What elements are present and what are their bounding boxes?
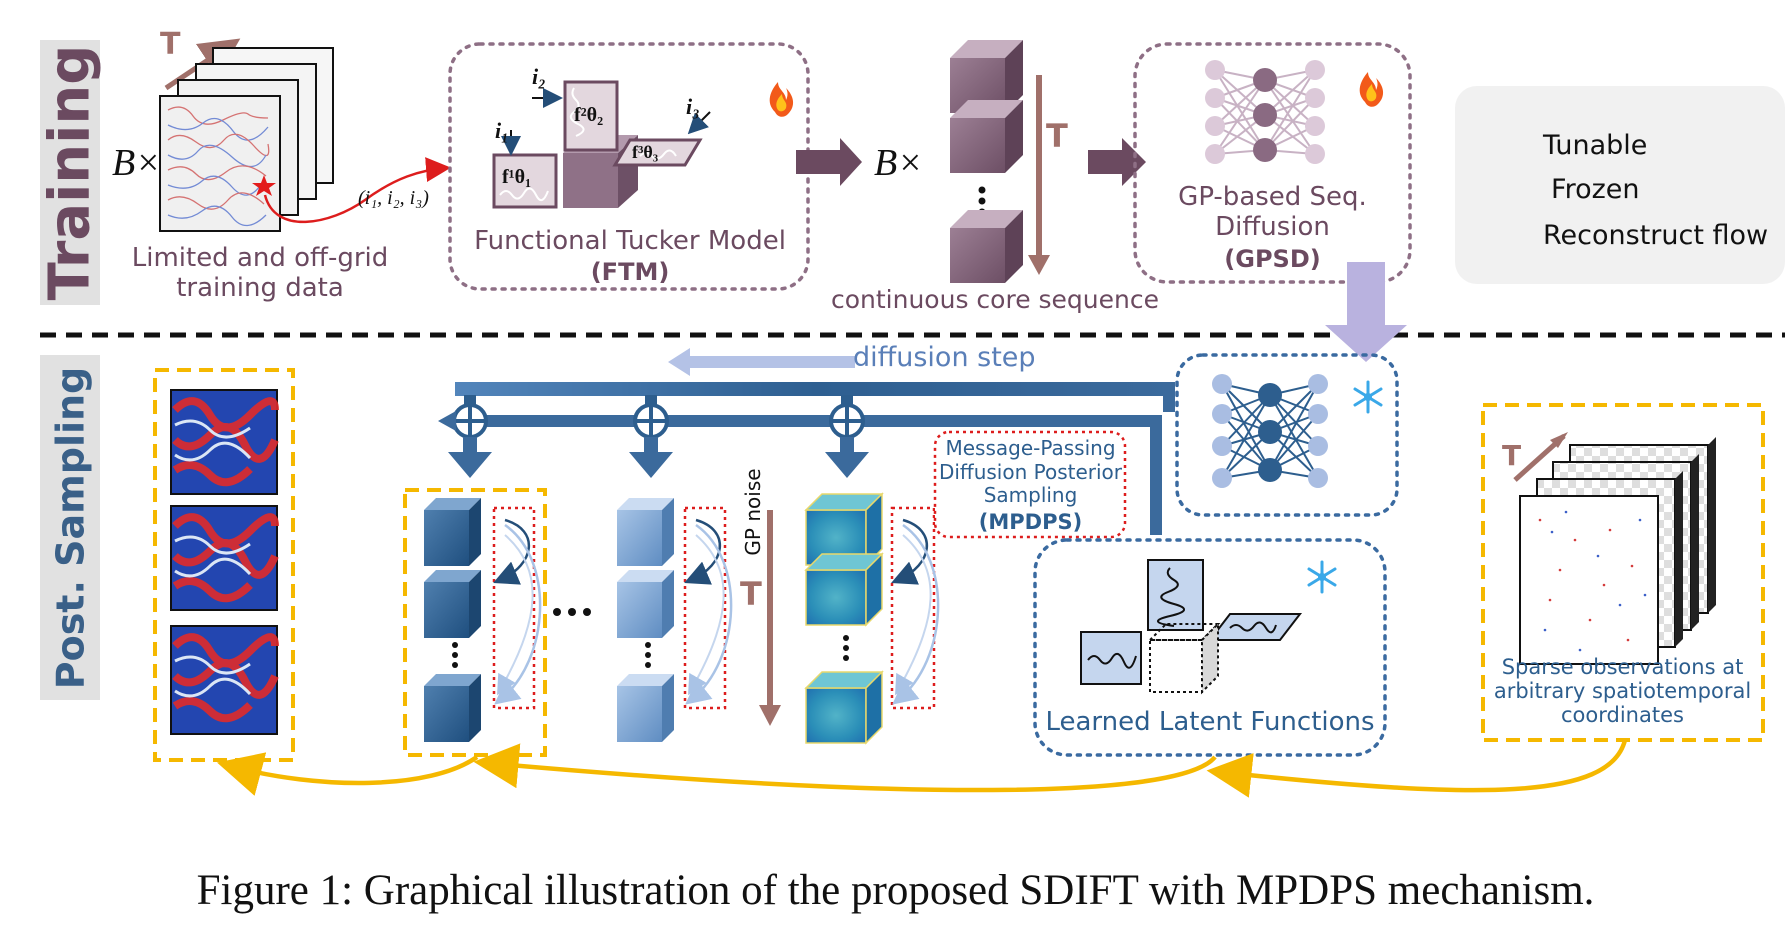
training-flow-arrow-2: [1088, 138, 1146, 186]
sampling-section-label: Post. Sampling: [40, 355, 100, 700]
sparse-caption-line3: coordinates: [1561, 703, 1684, 728]
ftm-title: Functional Tucker Model: [474, 226, 786, 256]
sparse-caption: Sparse observations at arbitrary spatiot…: [1490, 655, 1755, 727]
sampling-feedback-lines: [455, 382, 1175, 535]
latent-snowflake-icon: [1307, 560, 1337, 594]
coordinate-arrow: [263, 157, 451, 224]
training-flow-arrow-1: [796, 138, 862, 186]
factor-plane-1: [492, 153, 558, 209]
tunable-flame-icon: [769, 82, 794, 117]
legend-tunable: Tunable: [1455, 128, 1785, 168]
sample-point-star: [252, 175, 276, 196]
sample-sequence-dark: [424, 498, 481, 742]
gp-noise-cubes: [804, 492, 884, 745]
message-passing-box-3: [890, 506, 936, 710]
coords-label: (i₁, i₂, i₃): [358, 187, 429, 209]
factor-label-3: f³θ₃: [632, 142, 659, 162]
legend-frozen-text: Frozen: [1551, 174, 1640, 205]
sum-node-3: [825, 395, 869, 478]
ftm-box: [448, 42, 810, 291]
gpsd-box: [1133, 42, 1412, 284]
batch-label-2: B×: [874, 142, 923, 184]
message-passing-box-2: [683, 506, 727, 710]
mpdps-abbrev: (MPDPS): [978, 510, 1083, 534]
message-passing-box-1: [492, 506, 536, 710]
sum-node-1: [448, 395, 492, 478]
sparse-time-label: T: [1502, 439, 1522, 472]
latent-caption: Learned Latent Functions: [1045, 707, 1375, 737]
gpsd-to-sampling-arrow: [1325, 262, 1407, 362]
frozen-network-icon: [1212, 374, 1328, 488]
legend-reconstruct: Reconstruct flow: [1455, 218, 1785, 258]
factor-plane-3: [612, 138, 703, 167]
network-snowflake-icon: [1353, 380, 1383, 414]
index-label-3: i₃: [686, 94, 700, 119]
mpdps-title-line2: Diffusion Posterior: [938, 459, 1123, 484]
gpsd-title-line1: GP-based Seq.: [1178, 182, 1367, 212]
mpdps-title: Message-Passing Diffusion Posterior Samp…: [938, 436, 1123, 508]
stack-time-label: T: [160, 27, 181, 62]
core-sequence-stack: [950, 40, 1023, 283]
diffusion-step-label: diffusion step: [853, 342, 1036, 373]
ellipsis-dots: [553, 608, 591, 616]
mpdps-title-line3: Sampling: [983, 483, 1078, 508]
sparse-caption-line2: arbitrary spatiotemporal: [1493, 679, 1752, 704]
gpsd-flame-icon: [1359, 72, 1384, 107]
factor-label-2: f²θ₂: [574, 104, 604, 126]
index-label-2: i₂: [532, 64, 546, 89]
figure-caption: Figure 1: Graphical illustration of the …: [196, 867, 1595, 914]
sparse-caption-line1: Sparse observations at: [1501, 655, 1744, 679]
ftm-abbrev: (FTM): [590, 258, 670, 286]
reconstruct-flow: [216, 739, 1628, 798]
training-data-caption: Limited and off-grid training data: [120, 243, 400, 304]
factor-plane-2: [563, 80, 619, 152]
factor-label-1: f¹θ₁: [502, 166, 532, 188]
gpsd-network-icon: [1205, 60, 1325, 164]
latent-factor-icons: [1080, 559, 1303, 695]
legend-reconstruct-text: Reconstruct flow: [1543, 220, 1769, 251]
gp-noise-label: GP noise: [741, 468, 765, 556]
sequence-time-label: T: [1046, 117, 1068, 155]
sequence-caption: continuous core sequence: [830, 285, 1159, 314]
batch-label: B×: [112, 142, 161, 184]
diffusion-step-arrow: [668, 348, 855, 376]
gpsd-title-line2: Diffusion: [1215, 211, 1330, 242]
gpsd-abbrev: (GPSD): [1224, 245, 1321, 273]
legend: Tunable Frozen Reconstruct flow: [1455, 86, 1785, 284]
training-section-label: Training: [38, 40, 103, 305]
training-data-stack: [159, 47, 334, 232]
sparse-observation-stack: [1519, 437, 1716, 665]
banner-left-head: [438, 411, 456, 431]
training-data-caption-line2: training data: [176, 272, 344, 303]
sample-sequence-light: [617, 498, 674, 742]
training-frame: [159, 95, 281, 232]
sum-node-2: [629, 395, 673, 478]
training-data-caption-line1: Limited and off-grid: [131, 243, 389, 273]
legend-frozen: Frozen: [1455, 172, 1785, 212]
legend-tunable-text: Tunable: [1543, 130, 1648, 161]
sampling-time-label: T: [740, 575, 762, 613]
mpdps-title-line1: Message-Passing: [945, 436, 1116, 460]
index-label-1: i₁: [495, 118, 509, 143]
gpsd-title: GP-based Seq. Diffusion: [1140, 182, 1405, 243]
reconstructed-fields: [170, 389, 279, 735]
mpdps-callout: [933, 430, 1127, 539]
frozen-network-box: [1175, 353, 1399, 517]
